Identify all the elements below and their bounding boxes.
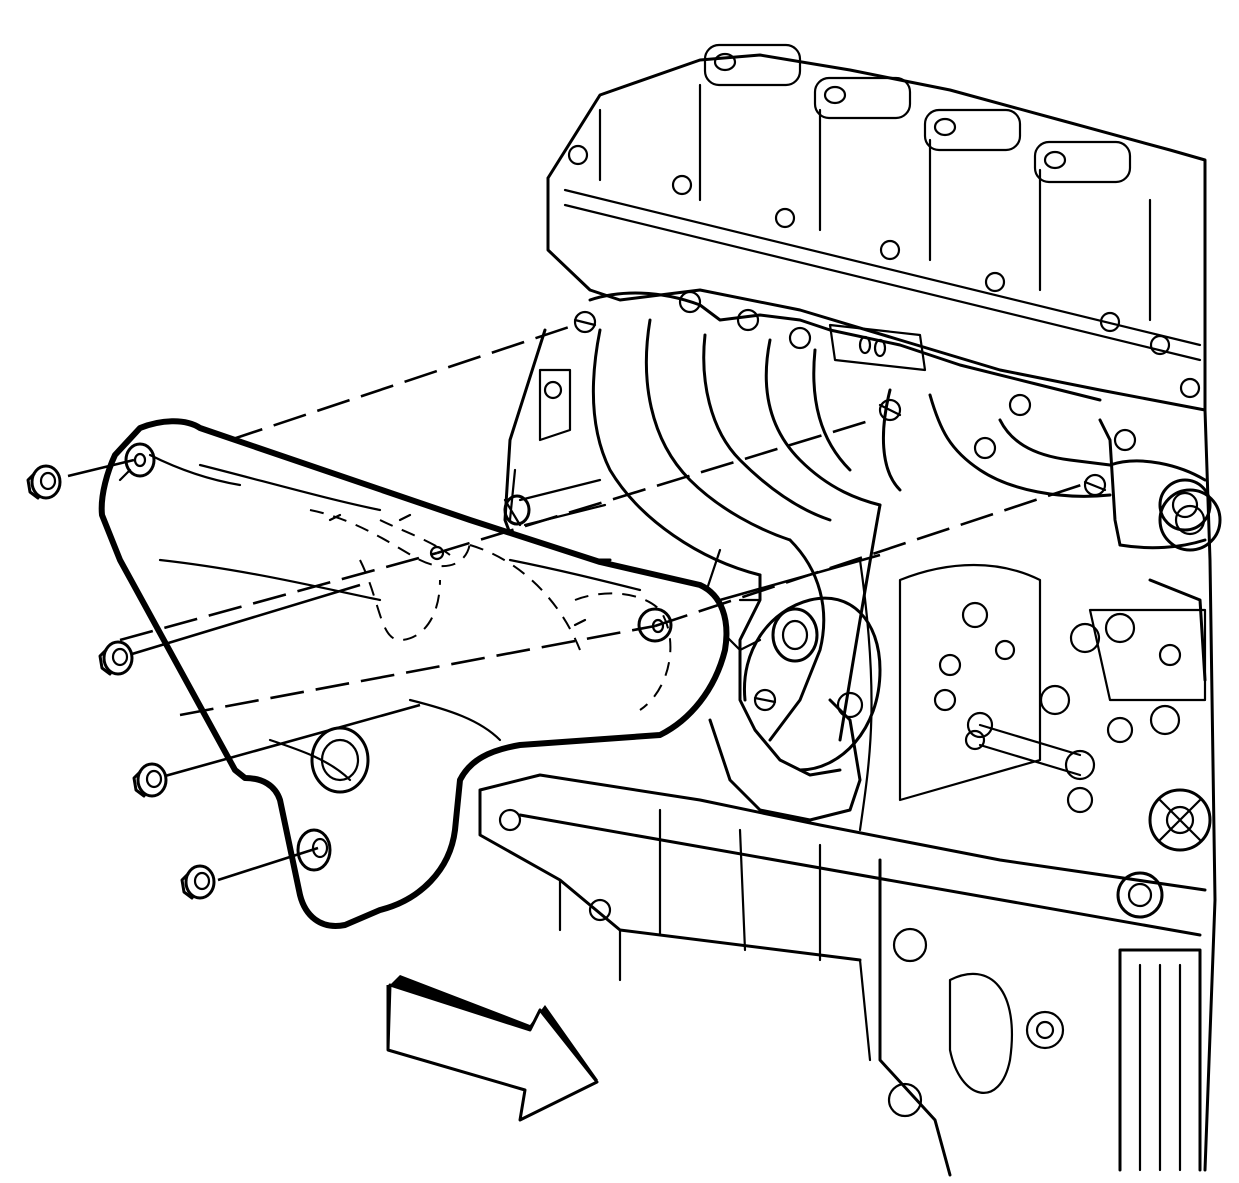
- alignment-lines: [67, 323, 1091, 882]
- heat-shield-icon: [98, 418, 730, 929]
- nut-icon: [26, 464, 216, 900]
- exhaust-manifold-icon: [573, 290, 1212, 822]
- front-arrow-icon: [386, 975, 599, 1122]
